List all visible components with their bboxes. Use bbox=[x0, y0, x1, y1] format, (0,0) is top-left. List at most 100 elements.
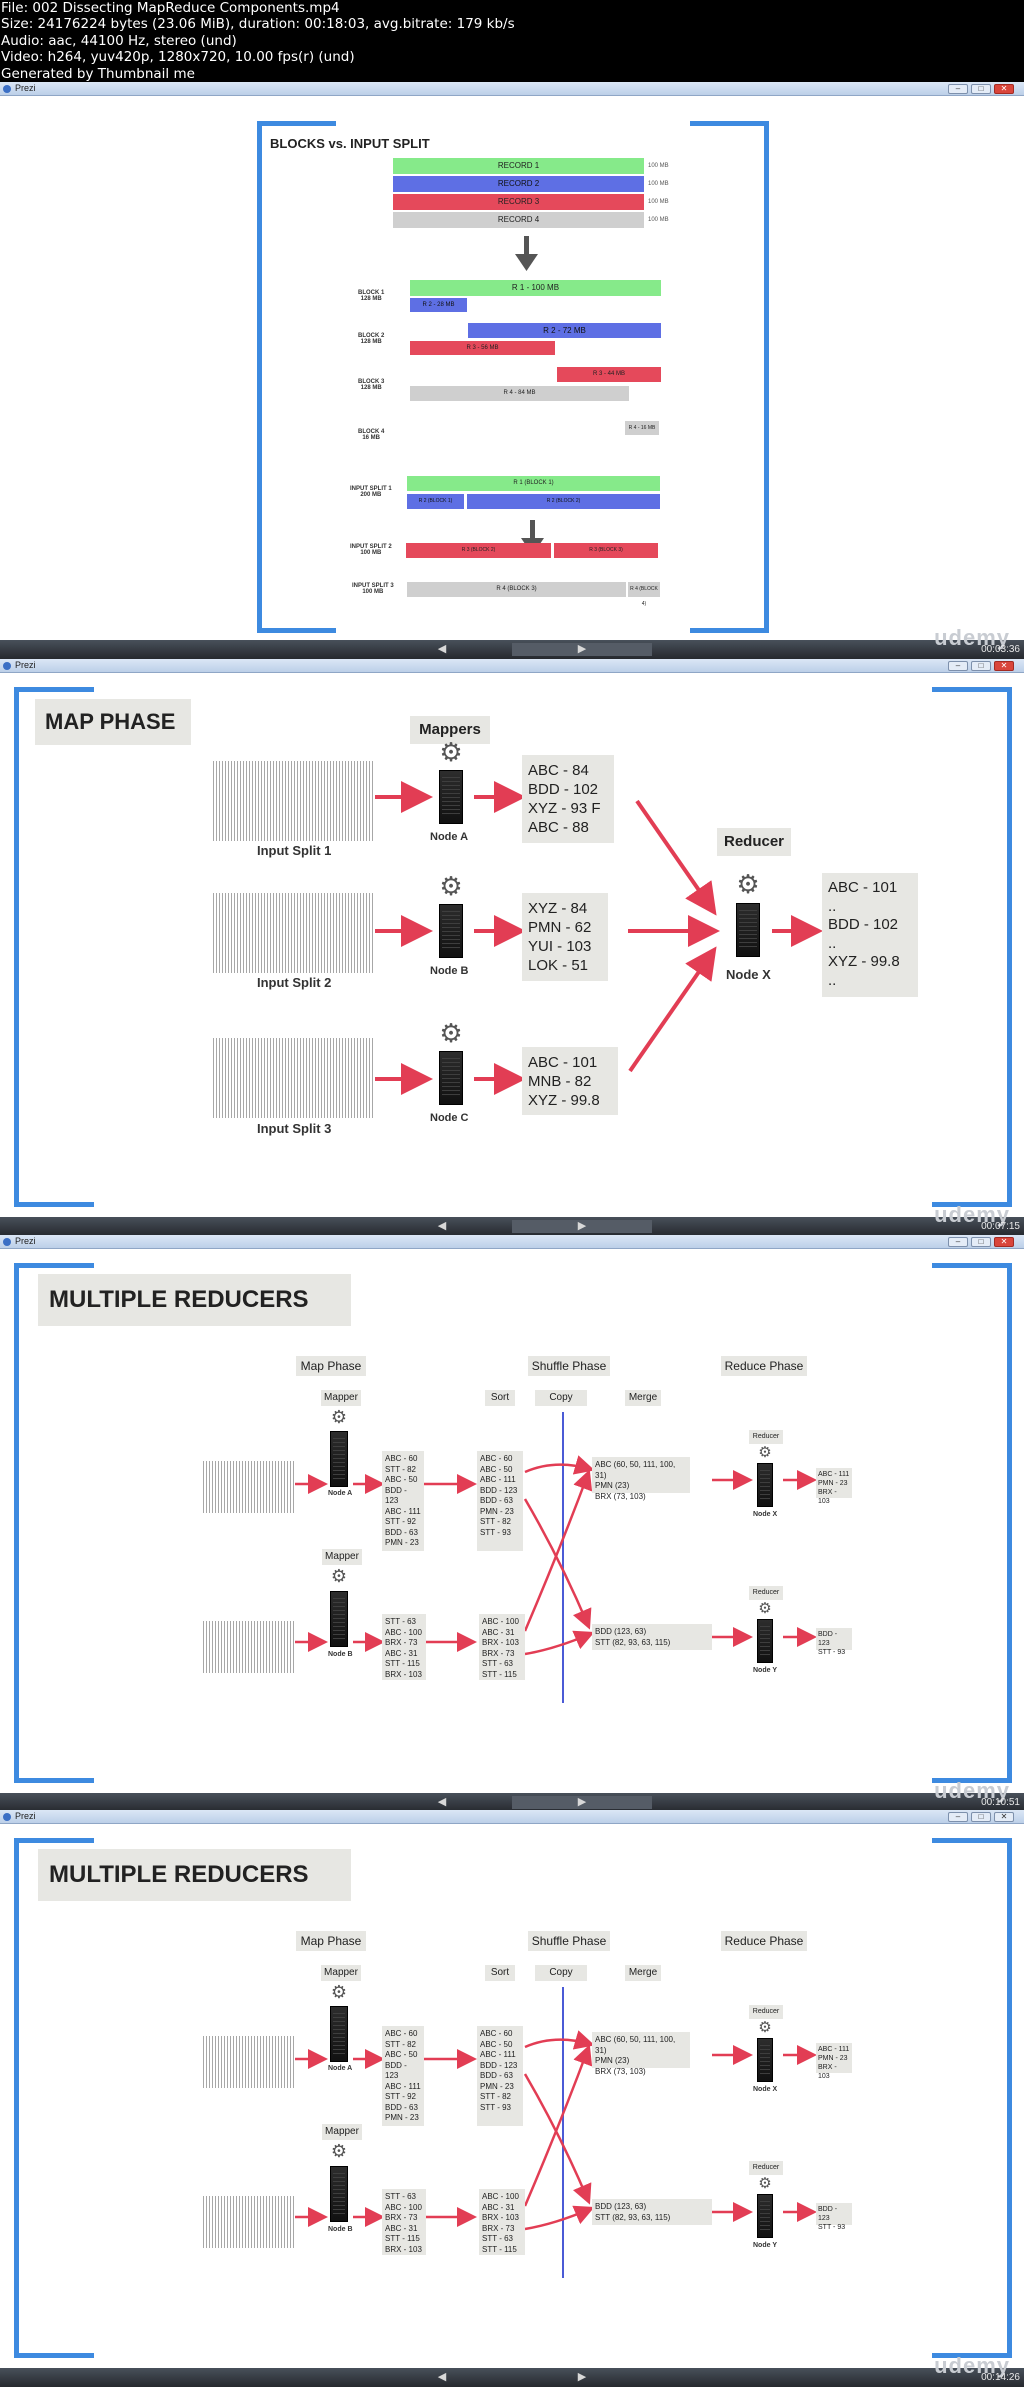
reducer-label: Reducer bbox=[749, 1430, 783, 1444]
kv-pair: STT - 63 bbox=[482, 2234, 513, 2243]
kv-pair: STT - 63 bbox=[385, 2192, 416, 2201]
window-titlebar: Prezi – □ ✕ bbox=[0, 1810, 1024, 1824]
block-bar: R 4 - 84 MB bbox=[410, 386, 629, 401]
minimize-button[interactable]: – bbox=[948, 84, 968, 94]
merge-box-x: ABC (60, 50, 111, 100, 31)PMN (23)BRX (7… bbox=[592, 2032, 690, 2076]
block-name: BLOCK 1 bbox=[358, 290, 385, 296]
close-button[interactable]: ✕ bbox=[994, 84, 1014, 94]
frame-bracket-right bbox=[932, 1838, 1012, 2358]
kv-pair: PMN - 23 bbox=[385, 2113, 419, 2122]
frame-bracket-right bbox=[932, 1263, 1012, 1783]
kv-pair: ABC - 60 bbox=[385, 2029, 418, 2038]
close-button[interactable]: ✕ bbox=[994, 1237, 1014, 1247]
prev-step-button[interactable]: ◀ bbox=[437, 1220, 447, 1232]
minimize-button[interactable]: – bbox=[948, 1812, 968, 1822]
kv-pair: STT - 63 bbox=[482, 1659, 513, 1668]
reducer-label: Reducer bbox=[749, 2161, 783, 2175]
block-size: 128 MB bbox=[360, 385, 382, 391]
split-name: INPUT SPLIT 3 bbox=[352, 583, 394, 589]
maximize-button[interactable]: □ bbox=[971, 661, 991, 671]
kv-pair: BRX - 73 bbox=[385, 2213, 418, 2222]
server-icon bbox=[757, 1463, 773, 1507]
shuffle-arrows bbox=[295, 1412, 817, 1703]
kv-pair: BDD - 123 bbox=[480, 2060, 518, 2070]
kv-pair: BRX - 103 bbox=[818, 2064, 837, 2080]
slide-title: BLOCKS vs. INPUT SPLIT bbox=[270, 136, 430, 151]
kv-pair: ABC - 111 bbox=[818, 1471, 850, 1478]
kv-pair: ABC - 111 bbox=[480, 2050, 516, 2059]
kv-pair: ABC - 100 bbox=[385, 2202, 422, 2212]
kv-pair: BDD - 63 bbox=[480, 2071, 513, 2080]
kv-pair: BRX - 73 bbox=[482, 1648, 515, 1658]
maximize-button[interactable]: □ bbox=[971, 1237, 991, 1247]
kv-pair: XYZ - 99.8 bbox=[528, 1092, 600, 1109]
split-bar: R 2 (BLOCK 1) bbox=[407, 494, 464, 509]
frame-bracket-left bbox=[14, 687, 94, 1207]
split-name: INPUT SPLIT 1 bbox=[350, 486, 392, 492]
kv-pair: STT - 82 bbox=[480, 1517, 511, 1526]
kv-pair: .. bbox=[828, 897, 837, 915]
kv-pair: STT - 115 bbox=[385, 1659, 420, 1668]
gear-icon: ⚙ bbox=[439, 1018, 463, 1048]
kv-pair: BRX (73, 103) bbox=[595, 2066, 646, 2076]
server-icon bbox=[757, 2038, 773, 2082]
window-titlebar: Prezi – □ ✕ bbox=[0, 1235, 1024, 1249]
input-split-thumbnail bbox=[203, 1621, 295, 1673]
kv-pair: ABC - 60 bbox=[480, 2029, 513, 2038]
kv-pair: BDD - 63 bbox=[480, 1496, 513, 1505]
udemy-watermark: udemy bbox=[934, 625, 1010, 650]
udemy-watermark: udemy bbox=[934, 1778, 1010, 1803]
kv-pair: BRX - 103 bbox=[385, 2244, 422, 2254]
kv-pair: MNB - 82 bbox=[528, 1073, 592, 1090]
close-button[interactable]: ✕ bbox=[994, 1812, 1014, 1822]
window-title: Prezi bbox=[15, 660, 36, 670]
frame-bracket-right bbox=[932, 687, 1012, 1207]
input-split-thumbnail bbox=[203, 2196, 295, 2248]
kv-pair: BDD - 123 bbox=[818, 1631, 838, 1647]
file-info-line: Audio: aac, 44100 Hz, stereo (und) bbox=[1, 32, 237, 49]
block-size: 16 MB bbox=[362, 435, 380, 441]
prezi-nav-bar: udemy ◀ ▶ 00:14:26 bbox=[0, 2353, 1024, 2387]
record-size: 100 MB bbox=[648, 163, 669, 169]
kv-pair: ABC - 31 bbox=[482, 2202, 515, 2212]
minimize-button[interactable]: – bbox=[948, 661, 968, 671]
close-button[interactable]: ✕ bbox=[994, 661, 1014, 671]
next-step-button[interactable]: ▶ bbox=[512, 1796, 652, 1809]
kv-pair: BDD - 123 bbox=[480, 1485, 518, 1495]
kv-pair: ABC - 50 bbox=[385, 1475, 418, 1484]
reduce-phase-label: Reduce Phase bbox=[721, 1931, 807, 1951]
kv-pair: ABC - 100 bbox=[385, 1627, 422, 1637]
map-phase-label: Map Phase bbox=[296, 1931, 366, 1951]
frame-bracket-right bbox=[690, 121, 769, 633]
shuffle-arrows bbox=[295, 1987, 817, 2278]
next-step-button[interactable]: ▶ bbox=[577, 2371, 587, 2383]
kv-pair: .. bbox=[828, 934, 837, 952]
prev-step-button[interactable]: ◀ bbox=[437, 643, 447, 655]
maximize-button[interactable]: □ bbox=[971, 1812, 991, 1822]
kv-pair: PMN - 62 bbox=[528, 919, 592, 936]
prev-step-button[interactable]: ◀ bbox=[437, 2371, 447, 2383]
prezi-window-2: Prezi – □ ✕ MAP PHASE Mappers Reducer bbox=[0, 659, 1024, 1236]
kv-pair: ABC - 88 bbox=[528, 819, 589, 836]
next-step-button[interactable]: ▶ bbox=[512, 643, 652, 656]
next-step-button[interactable]: ▶ bbox=[512, 1220, 652, 1233]
prev-step-button[interactable]: ◀ bbox=[437, 1796, 447, 1808]
kv-pair: ABC - 84 bbox=[528, 762, 589, 779]
copy-label: Copy bbox=[535, 1965, 587, 1981]
kv-pair: BRX - 103 bbox=[482, 2213, 519, 2222]
minimize-button[interactable]: – bbox=[948, 1237, 968, 1247]
prezi-window-4: Prezi – □ ✕ MULTIPLE REDUCERS Map Phase … bbox=[0, 1810, 1024, 2387]
kv-pair: ABC - 31 bbox=[385, 2223, 418, 2233]
split-bar: R 1 (BLOCK 1) bbox=[407, 476, 660, 491]
record-bar: RECORD 1 bbox=[393, 158, 644, 174]
kv-pair: STT (82, 93, 63, 115) bbox=[595, 2212, 671, 2222]
timestamp: 00:10:51 bbox=[981, 1797, 1020, 1808]
maximize-button[interactable]: □ bbox=[971, 84, 991, 94]
node-label: Node X bbox=[753, 1511, 778, 1518]
gear-icon: ⚙ bbox=[439, 871, 463, 901]
server-icon bbox=[330, 2006, 348, 2062]
gear-icon: ⚙ bbox=[758, 2019, 772, 2036]
